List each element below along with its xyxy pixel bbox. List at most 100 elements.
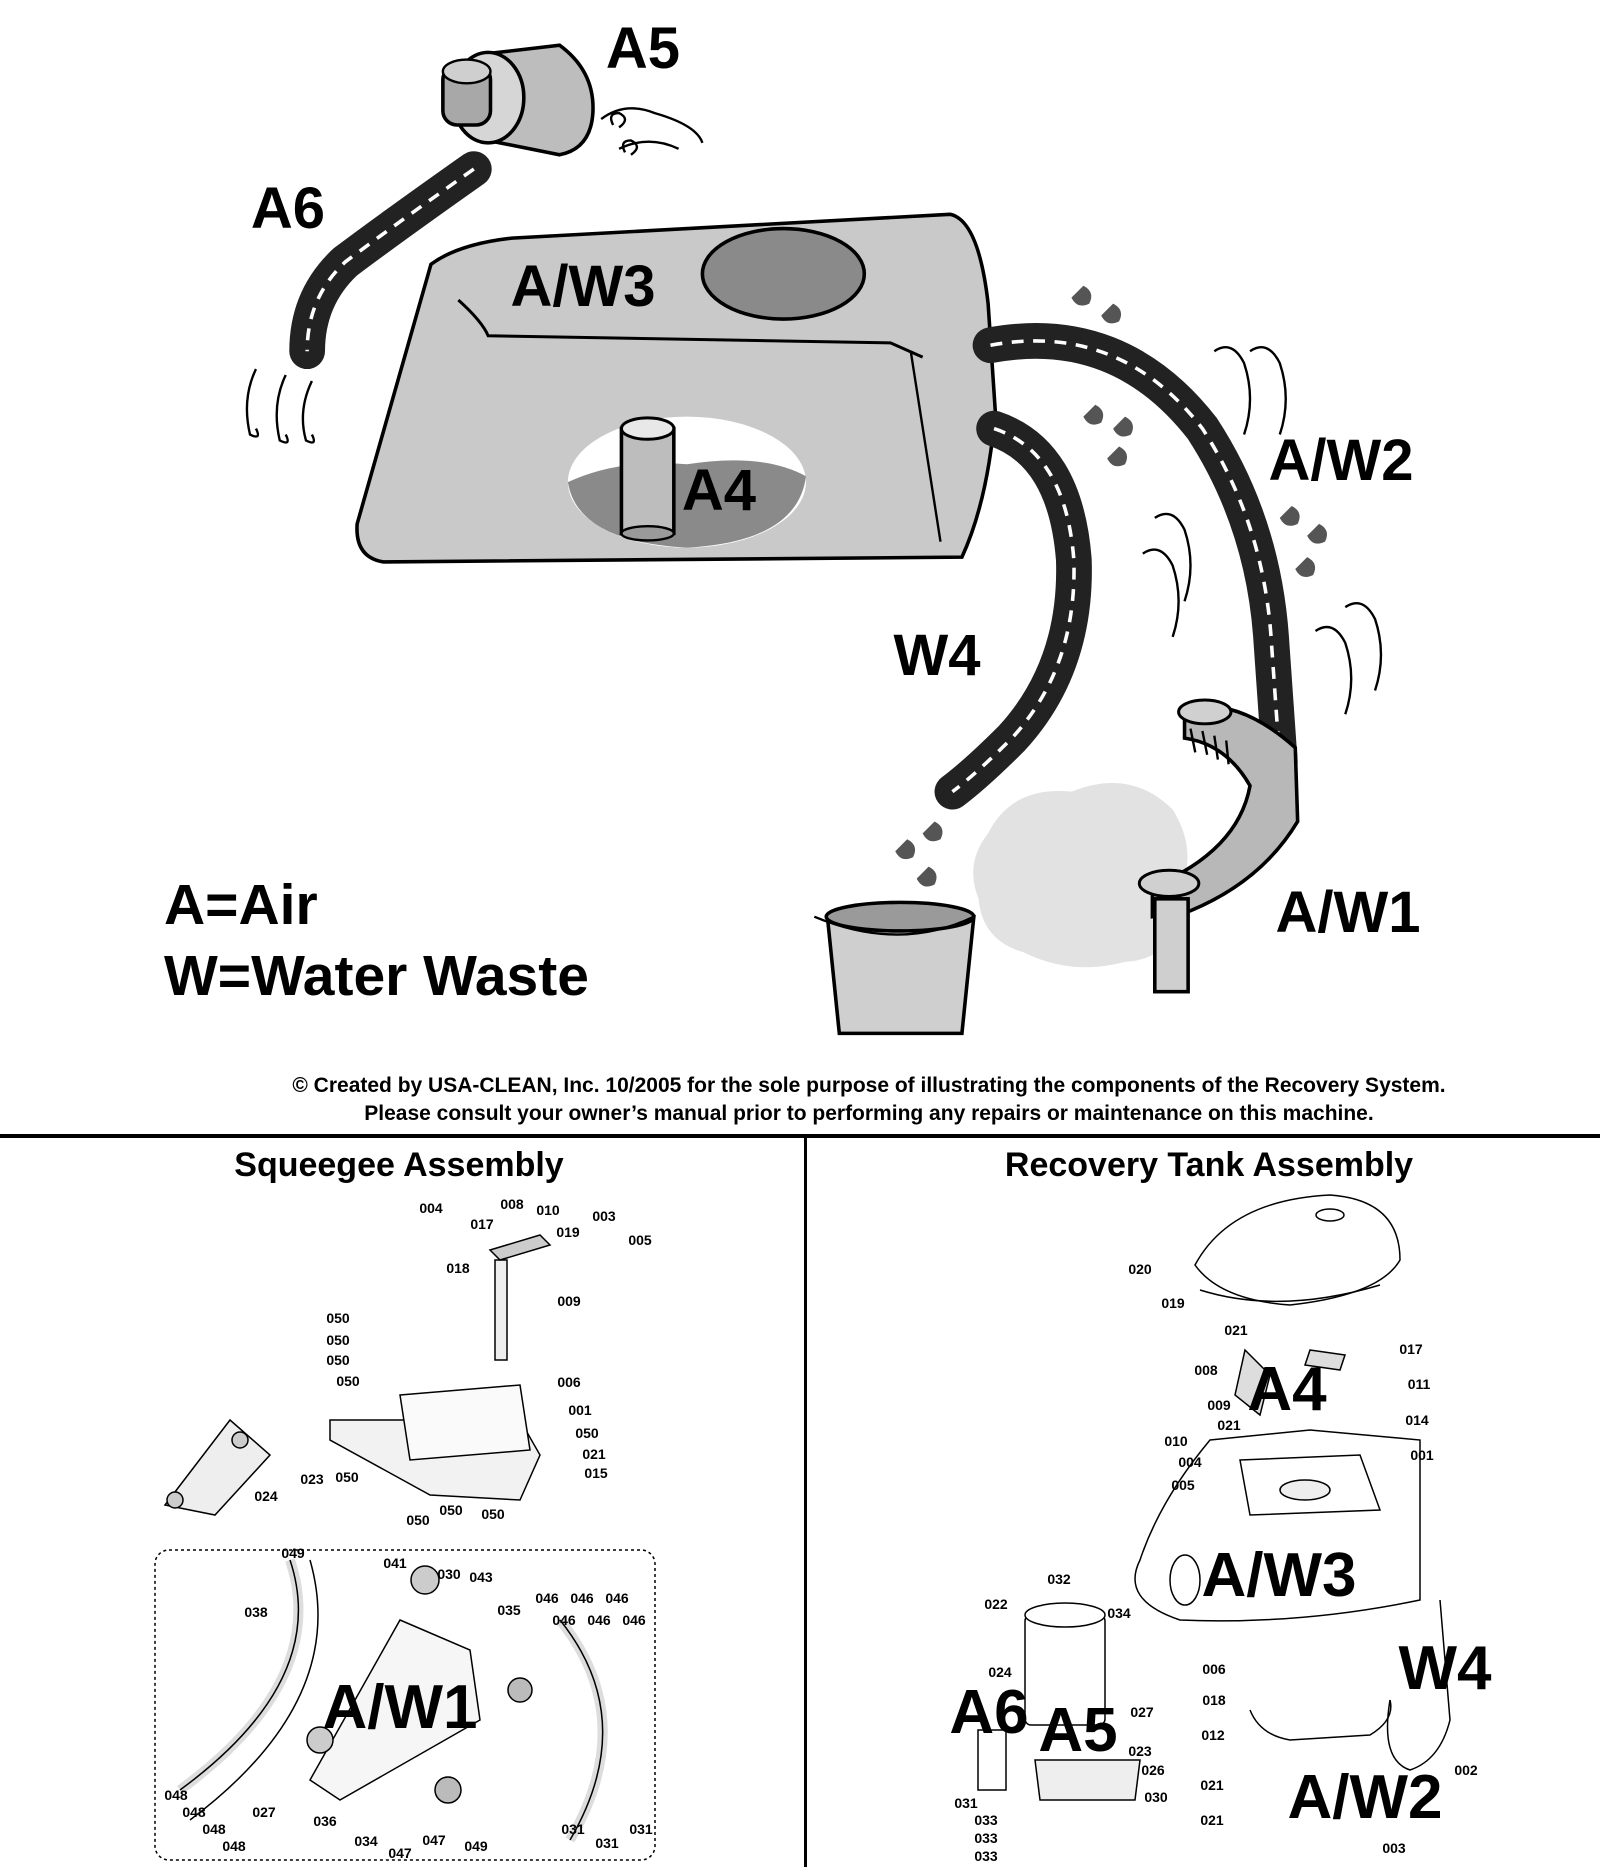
recovery-part-018: 018 <box>1202 1692 1226 1708</box>
recovery-part-002: 002 <box>1454 1762 1478 1778</box>
squeegee-part-050: 050 <box>336 1373 360 1389</box>
squeegee-part-019: 019 <box>556 1224 580 1240</box>
overview-illustration <box>245 43 1383 1036</box>
squeegee-part-050: 050 <box>326 1310 350 1326</box>
squeegee-part-050: 050 <box>575 1425 599 1441</box>
recovery-part-010: 010 <box>1164 1433 1188 1449</box>
squeegee-part-046: 046 <box>622 1612 646 1628</box>
recovery-label-a4: A4 <box>1247 1355 1327 1424</box>
squeegee-part-015: 015 <box>584 1465 608 1481</box>
recovery-part-003: 003 <box>1382 1840 1406 1856</box>
squeegee-part-050: 050 <box>326 1332 350 1348</box>
recovery-part-033: 033 <box>974 1830 998 1846</box>
squeegee-part-004: 004 <box>419 1200 443 1216</box>
squeegee-part-023: 023 <box>300 1471 324 1487</box>
recovery-part-labels: 0200190210170080090210110140100040050010… <box>954 1261 1478 1864</box>
recovery-part-012: 012 <box>1201 1727 1225 1743</box>
recovery-part-009: 009 <box>1207 1397 1231 1413</box>
squeegee-part-050: 050 <box>326 1352 350 1368</box>
squeegee-part-031: 031 <box>595 1835 619 1851</box>
squeegee-zone-label: A/W1 <box>323 1673 478 1742</box>
recovery-label-aw3: A/W3 <box>1202 1541 1357 1610</box>
recovery-part-022: 022 <box>984 1596 1008 1612</box>
squeegee-part-047: 047 <box>388 1845 412 1861</box>
recovery-part-033: 033 <box>974 1812 998 1828</box>
squeegee-part-048: 048 <box>202 1821 226 1837</box>
squeegee-part-048: 048 <box>222 1838 246 1854</box>
squeegee-part-031: 031 <box>561 1821 585 1837</box>
recovery-part-027: 027 <box>1130 1704 1154 1720</box>
label-aw2: A/W2 <box>1269 428 1414 493</box>
recovery-title: Recovery Tank Assembly <box>1005 1146 1413 1184</box>
recovery-label-a5: A5 <box>1038 1696 1117 1765</box>
label-a6: A6 <box>251 176 325 241</box>
squeegee-part-018: 018 <box>446 1260 470 1276</box>
label-aw1: A/W1 <box>1276 880 1421 945</box>
debris-cloud <box>973 783 1188 968</box>
recovery-part-021: 021 <box>1224 1322 1248 1338</box>
label-w4: W4 <box>894 623 981 688</box>
recovery-part-030: 030 <box>1144 1789 1168 1805</box>
squeegee-part-048: 048 <box>182 1804 206 1820</box>
recovery-part-033: 033 <box>974 1848 998 1864</box>
squeegee-part-009: 009 <box>557 1293 581 1309</box>
recovery-part-004: 004 <box>1178 1454 1202 1470</box>
label-a4: A4 <box>682 458 756 523</box>
vertical-divider <box>804 1136 807 1867</box>
squeegee-part-008: 008 <box>500 1196 524 1212</box>
water-drops <box>895 285 1328 887</box>
recovery-part-021: 021 <box>1217 1417 1241 1433</box>
squeegee-part-048: 048 <box>164 1787 188 1803</box>
recovery-part-008: 008 <box>1194 1362 1218 1378</box>
squeegee-part-001: 001 <box>568 1402 592 1418</box>
recovery-part-024: 024 <box>988 1664 1012 1680</box>
squeegee-part-034: 034 <box>354 1833 378 1849</box>
squeegee-part-049: 049 <box>464 1838 488 1854</box>
squeegee-part-047: 047 <box>422 1832 446 1848</box>
recovery-part-021: 021 <box>1200 1812 1224 1828</box>
squeegee-part-005: 005 <box>628 1232 652 1248</box>
squeegee-part-046: 046 <box>605 1590 629 1606</box>
label-a5: A5 <box>606 16 680 81</box>
recovery-part-020: 020 <box>1128 1261 1152 1277</box>
recovery-label-a6: A6 <box>949 1678 1028 1747</box>
squeegee-part-046: 046 <box>587 1612 611 1628</box>
recovery-exploded-drawing <box>977 1194 1451 1801</box>
squeegee-part-010: 010 <box>536 1202 560 1218</box>
squeegee-part-027: 027 <box>252 1804 276 1820</box>
recovery-label-aw2: A/W2 <box>1288 1763 1443 1832</box>
recovery-part-023: 023 <box>1128 1743 1152 1759</box>
copyright-line-2: Please consult your owner’s manual prior… <box>364 1102 1373 1125</box>
recovery-part-031: 031 <box>954 1795 978 1811</box>
squeegee-part-046: 046 <box>570 1590 594 1606</box>
recovery-part-005: 005 <box>1171 1477 1195 1493</box>
air-swirls <box>245 107 1383 715</box>
squeegee-title: Squeegee Assembly <box>234 1146 564 1184</box>
squeegee-part-021: 021 <box>582 1446 606 1462</box>
squeegee-part-050: 050 <box>335 1469 359 1485</box>
squeegee-illustration <box>1137 698 1300 994</box>
squeegee-part-043: 043 <box>469 1569 493 1585</box>
vacuum-motor-illustration <box>441 43 595 157</box>
recovery-part-021: 021 <box>1200 1777 1224 1793</box>
squeegee-part-041: 041 <box>383 1555 407 1571</box>
squeegee-part-049: 049 <box>281 1545 305 1561</box>
squeegee-part-036: 036 <box>313 1813 337 1829</box>
squeegee-part-006: 006 <box>557 1374 581 1390</box>
recovery-tank-illustration <box>355 212 998 564</box>
copyright-line-1: © Created by USA-CLEAN, Inc. 10/2005 for… <box>292 1074 1445 1097</box>
squeegee-part-046: 046 <box>552 1612 576 1628</box>
squeegee-part-035: 035 <box>497 1602 521 1618</box>
recovery-part-011: 011 <box>1408 1376 1431 1392</box>
recovery-part-017: 017 <box>1399 1341 1423 1357</box>
squeegee-part-050: 050 <box>439 1502 463 1518</box>
recovery-part-019: 019 <box>1161 1295 1185 1311</box>
squeegee-part-031: 031 <box>629 1821 653 1837</box>
recovery-part-001: 001 <box>1410 1447 1434 1463</box>
legend-water: W=Water Waste <box>164 944 589 1008</box>
squeegee-part-003: 003 <box>592 1208 616 1224</box>
squeegee-part-046: 046 <box>535 1590 559 1606</box>
